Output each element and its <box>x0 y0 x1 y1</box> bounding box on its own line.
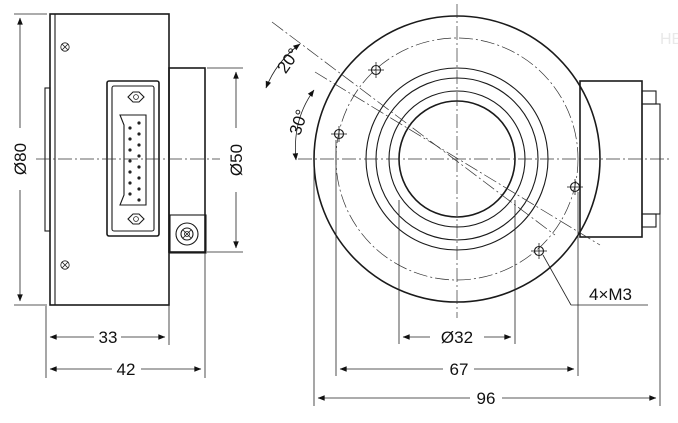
watermark-text: HB <box>660 31 678 48</box>
side-body <box>49 13 170 306</box>
dim-width-42: 42 <box>49 253 206 379</box>
dim-diameter-80-label: Ø80 <box>11 143 30 175</box>
dim-bore-32-label: Ø32 <box>441 328 473 347</box>
screw-icon <box>60 260 70 270</box>
dim-angle-30-label: 30° <box>286 107 312 137</box>
dim-outer-96-label: 96 <box>477 389 496 408</box>
dim-width-42-label: 42 <box>117 360 136 379</box>
front-view: 20° 30° 4×M3 Ø32 67 <box>265 4 670 408</box>
dsub-connector <box>106 80 160 237</box>
side-hub <box>168 67 206 253</box>
connector-pin <box>128 170 132 174</box>
side-flange-lip <box>44 87 51 232</box>
side-view: Ø80 Ø50 33 42 <box>11 13 246 379</box>
mounting-hole-icon <box>567 179 583 195</box>
connector-pin <box>137 121 141 125</box>
angle-line-30 <box>314 71 601 246</box>
connector-pin <box>137 187 141 191</box>
connector-pin <box>137 132 141 136</box>
connector-pin <box>128 159 132 163</box>
dim-diameter-80: Ø80 <box>11 13 47 306</box>
hex-standoff-icon <box>127 91 145 103</box>
connector-pin <box>128 192 132 196</box>
dim-pitch-67: 67 <box>335 140 579 379</box>
hole-callout-label: 4×M3 <box>589 285 632 304</box>
connector-pin <box>128 181 132 185</box>
connector-pin <box>137 198 141 202</box>
mounting-hole-icon <box>331 126 347 142</box>
mounting-hole-icon <box>531 243 547 259</box>
connector-pins <box>128 121 141 202</box>
connector-pin <box>137 154 141 158</box>
dim-angle-20-label: 20° <box>273 45 303 77</box>
angle-line-20 <box>271 21 556 236</box>
connector-pin <box>128 126 132 130</box>
dim-width-33-label: 33 <box>99 328 118 347</box>
dim-angle-30: 30° <box>286 89 315 161</box>
dim-angle-20: 20° <box>265 43 304 89</box>
dim-outer-96: 96 <box>313 160 661 408</box>
connector-pin <box>137 176 141 180</box>
dim-diameter-50: Ø50 <box>207 67 246 253</box>
dim-pitch-67-label: 67 <box>450 360 469 379</box>
dim-width-33: 33 <box>45 253 170 378</box>
connector-pin <box>137 143 141 147</box>
connector-pin <box>128 137 132 141</box>
screw-icon <box>60 42 70 52</box>
hole-callout: 4×M3 <box>542 254 648 306</box>
dim-bore-32: Ø32 <box>398 200 516 347</box>
mounting-hole-icon <box>368 62 384 78</box>
cable-gland <box>169 214 207 254</box>
hex-standoff-icon <box>127 213 145 225</box>
dim-diameter-50-label: Ø50 <box>227 144 246 176</box>
connector-pin <box>137 165 141 169</box>
connector-pin <box>128 148 132 152</box>
